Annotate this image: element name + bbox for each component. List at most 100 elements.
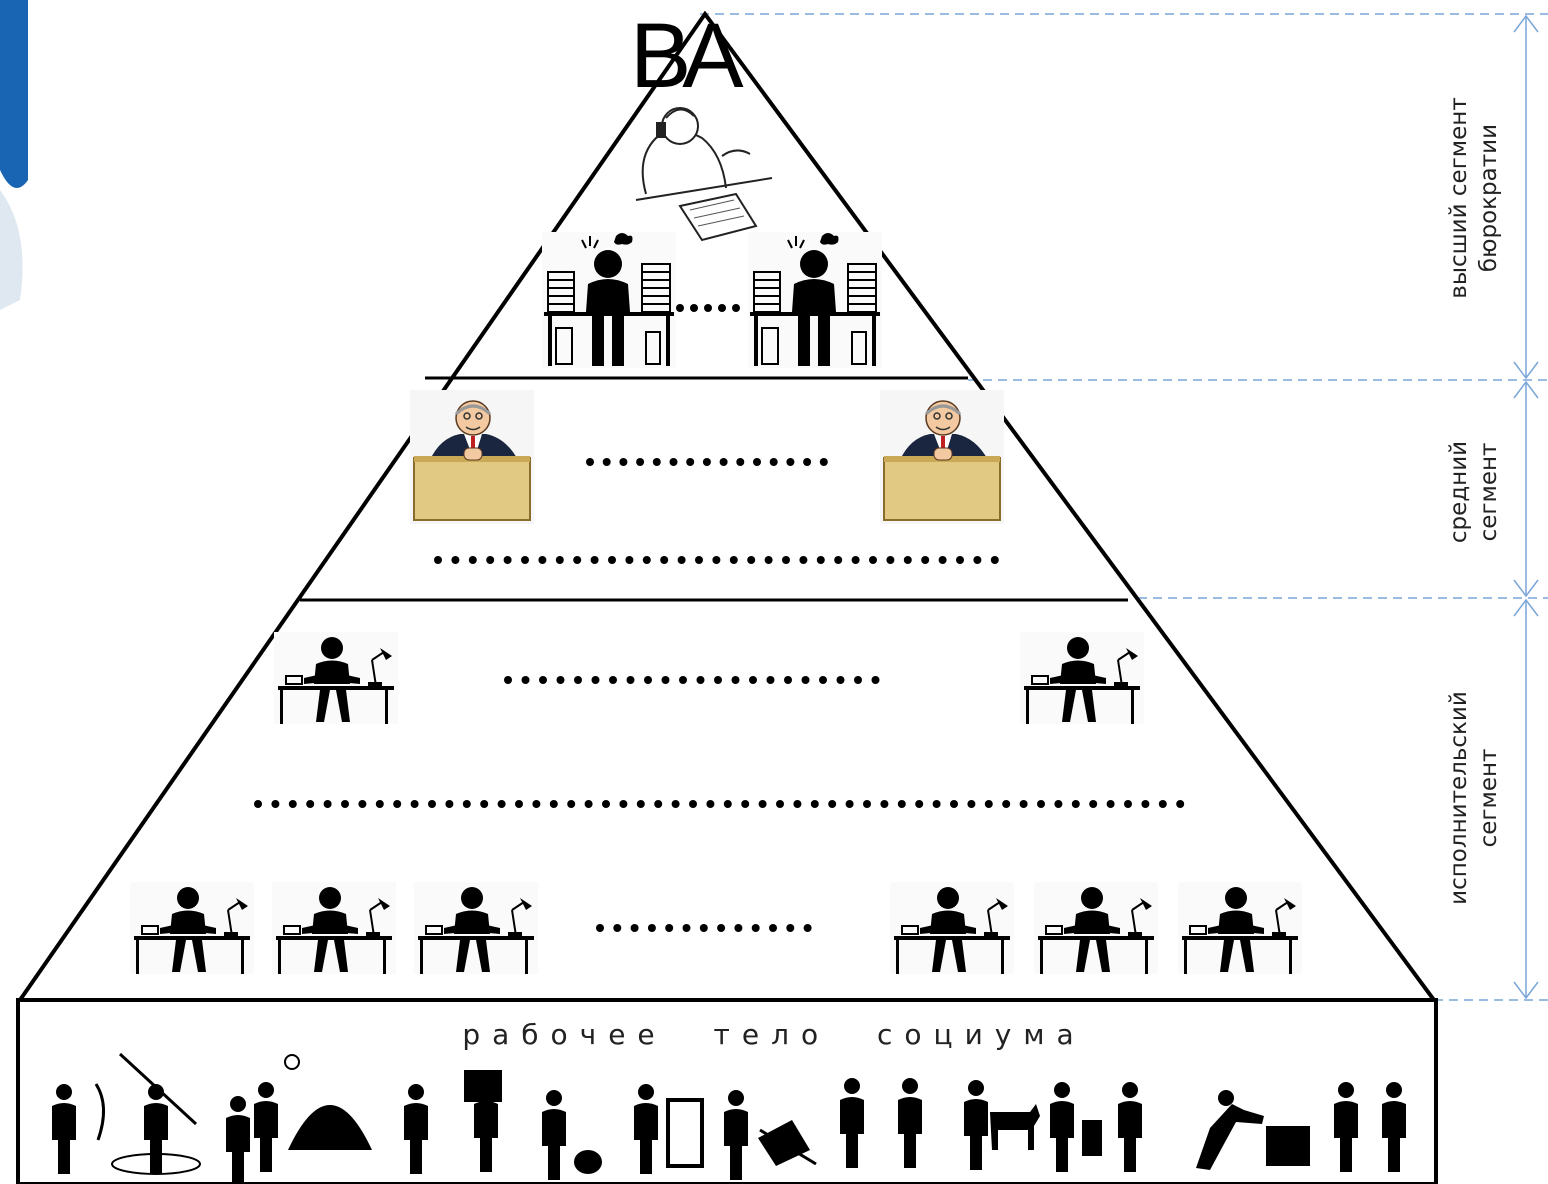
ellipsis-dot <box>504 676 512 684</box>
ellipsis-dot <box>851 556 860 564</box>
office-worker-icon <box>1033 881 1159 975</box>
segment-label-middle-line1: средний <box>1446 440 1472 544</box>
ellipsis-dot <box>654 800 663 808</box>
hut-icon <box>288 1105 372 1150</box>
worker-icon <box>254 1082 278 1172</box>
ellipsis-dot <box>1054 800 1063 808</box>
worker-icon <box>1382 1082 1406 1172</box>
ellipsis-dot <box>776 800 784 808</box>
ellipsis-dot <box>921 556 930 564</box>
ellipsis-dot <box>608 556 616 564</box>
ellipsis-dot <box>451 556 460 564</box>
worker-icon <box>1334 1082 1358 1172</box>
ellipsis-dot <box>636 800 645 808</box>
worker-icon <box>840 1078 864 1168</box>
ellipsis-dot <box>834 556 843 564</box>
ellipsis-dot <box>686 458 695 466</box>
ellipsis-dot <box>497 800 506 808</box>
ellipsis-dot <box>636 458 645 466</box>
manager-at-desk-icon <box>878 388 1006 526</box>
ellipsis-dot <box>358 800 367 808</box>
ellipsis-dot <box>766 676 775 684</box>
segment-guides <box>700 13 1548 1001</box>
ellipsis-dot <box>574 676 582 684</box>
ellipsis-dot <box>702 458 711 466</box>
box-icon <box>464 1070 502 1102</box>
ellipsis-dot <box>652 458 661 466</box>
worker-icon <box>144 1084 168 1174</box>
ellipsis-dot <box>445 800 454 808</box>
worker-icon <box>898 1078 922 1168</box>
ellipsis-dot <box>288 800 297 808</box>
bow-icon <box>94 1083 105 1141</box>
ellipsis-dot <box>660 556 669 564</box>
office-worker-icon <box>273 631 399 725</box>
ellipsis-dot <box>950 800 958 808</box>
ellipsis-dot <box>712 556 721 564</box>
worker-icon <box>964 1080 988 1170</box>
ellipsis-dot <box>619 458 628 466</box>
worker-icon <box>404 1084 428 1174</box>
moon-icon <box>284 1054 300 1070</box>
ellipsis-dot <box>644 676 652 684</box>
ellipsis-dot <box>1124 800 1132 808</box>
ellipsis-dot <box>984 800 993 808</box>
segment-label-middle-line2: сегмент <box>1476 442 1502 542</box>
boss-on-phone-icon <box>635 107 773 242</box>
ellipsis-dot <box>810 800 819 808</box>
ellipsis-dot <box>696 676 705 684</box>
ellipsis-dot <box>679 676 687 684</box>
bucket-icon <box>1082 1120 1102 1156</box>
office-worker-icon <box>1019 631 1145 725</box>
ellipsis-dot <box>602 458 611 466</box>
ellipsis-dot <box>990 556 999 564</box>
sack-icon <box>574 1150 602 1174</box>
ellipsis-dot <box>677 556 686 564</box>
ellipsis-dot <box>625 556 634 564</box>
office-worker-icon <box>271 881 397 975</box>
pushing-worker-icon <box>1196 1104 1264 1170</box>
ellipsis-dot <box>719 458 728 466</box>
ellipsis-dot <box>816 556 825 564</box>
segment-label-middle: средний сегмент <box>1444 441 1504 543</box>
ellipsis-dot <box>521 676 530 684</box>
ellipsis-dot <box>973 556 982 564</box>
office-worker-icon <box>413 881 539 975</box>
ellipsis-dot <box>753 458 761 466</box>
ellipsis-dot <box>1037 800 1045 808</box>
ellipsis-dot <box>306 800 315 808</box>
ellipsis-dot <box>731 676 740 684</box>
worker-icon <box>1118 1082 1142 1172</box>
ellipsis-dot <box>613 924 622 932</box>
ellipsis-dot <box>393 800 402 808</box>
pyramid-outline <box>16 10 1438 1002</box>
ellipsis-dot <box>626 676 635 684</box>
ellipsis-dot <box>468 556 477 564</box>
ellipsis-dot <box>503 556 512 564</box>
ellipsis-dot <box>682 924 691 932</box>
manager-at-desk-icon <box>408 388 536 526</box>
ellipsis-dot <box>845 800 854 808</box>
ellipsis-dot <box>1019 800 1028 808</box>
ellipsis-dot <box>1106 800 1115 808</box>
ellipsis-dot <box>1158 800 1167 808</box>
ellipsis-dot <box>736 458 745 466</box>
worker-icon <box>52 1084 76 1174</box>
ellipsis-dot <box>819 676 827 684</box>
corner-decoration <box>0 0 28 188</box>
segment-label-upper-line2: бюрократии <box>1476 123 1502 273</box>
middle-ellipsis <box>434 458 999 564</box>
ellipsis-dot <box>706 800 715 808</box>
ellipsis-dot <box>630 924 639 932</box>
base-label: рабочее тело социума <box>462 1018 1086 1051</box>
ellipsis-dot <box>254 800 262 808</box>
ellipsis-dot <box>410 800 419 808</box>
ellipsis-dot <box>967 800 976 808</box>
ellipsis-dot <box>532 800 541 808</box>
segment-label-executive-line1: исполнительский <box>1446 691 1472 905</box>
ellipsis-dot <box>729 556 738 564</box>
ellipsis-dot <box>590 556 599 564</box>
ellipsis-dot <box>515 800 523 808</box>
ellipsis-dot <box>271 800 280 808</box>
ellipsis-dot <box>619 800 628 808</box>
